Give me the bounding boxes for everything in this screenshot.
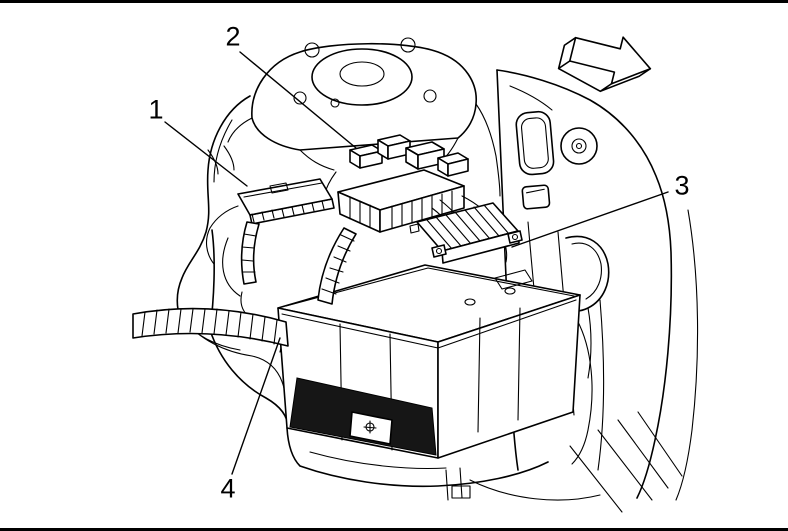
callout-1-label: 1 bbox=[148, 94, 164, 125]
callout-3-label: 3 bbox=[674, 170, 690, 201]
callout-4-label: 4 bbox=[220, 473, 236, 504]
callout-4-leader bbox=[231, 337, 281, 475]
callout-2-label: 2 bbox=[225, 21, 241, 52]
callout-2-leader bbox=[239, 51, 357, 149]
callout-1-leader bbox=[164, 121, 248, 187]
battery-tray-bracket bbox=[286, 427, 601, 501]
callout-3-leader bbox=[511, 191, 669, 248]
component-2-fuse-block bbox=[337, 134, 508, 263]
frame-border-top bbox=[0, 0, 788, 3]
direction-arrow-icon bbox=[557, 36, 652, 93]
left-body-structure bbox=[176, 95, 289, 429]
battery bbox=[277, 264, 581, 459]
component-4-wiring-harness bbox=[132, 221, 357, 347]
component-3-control-module bbox=[409, 202, 523, 264]
strut-tower bbox=[227, 37, 501, 197]
component-1-module bbox=[205, 178, 335, 265]
frame-border-bottom bbox=[0, 528, 788, 531]
